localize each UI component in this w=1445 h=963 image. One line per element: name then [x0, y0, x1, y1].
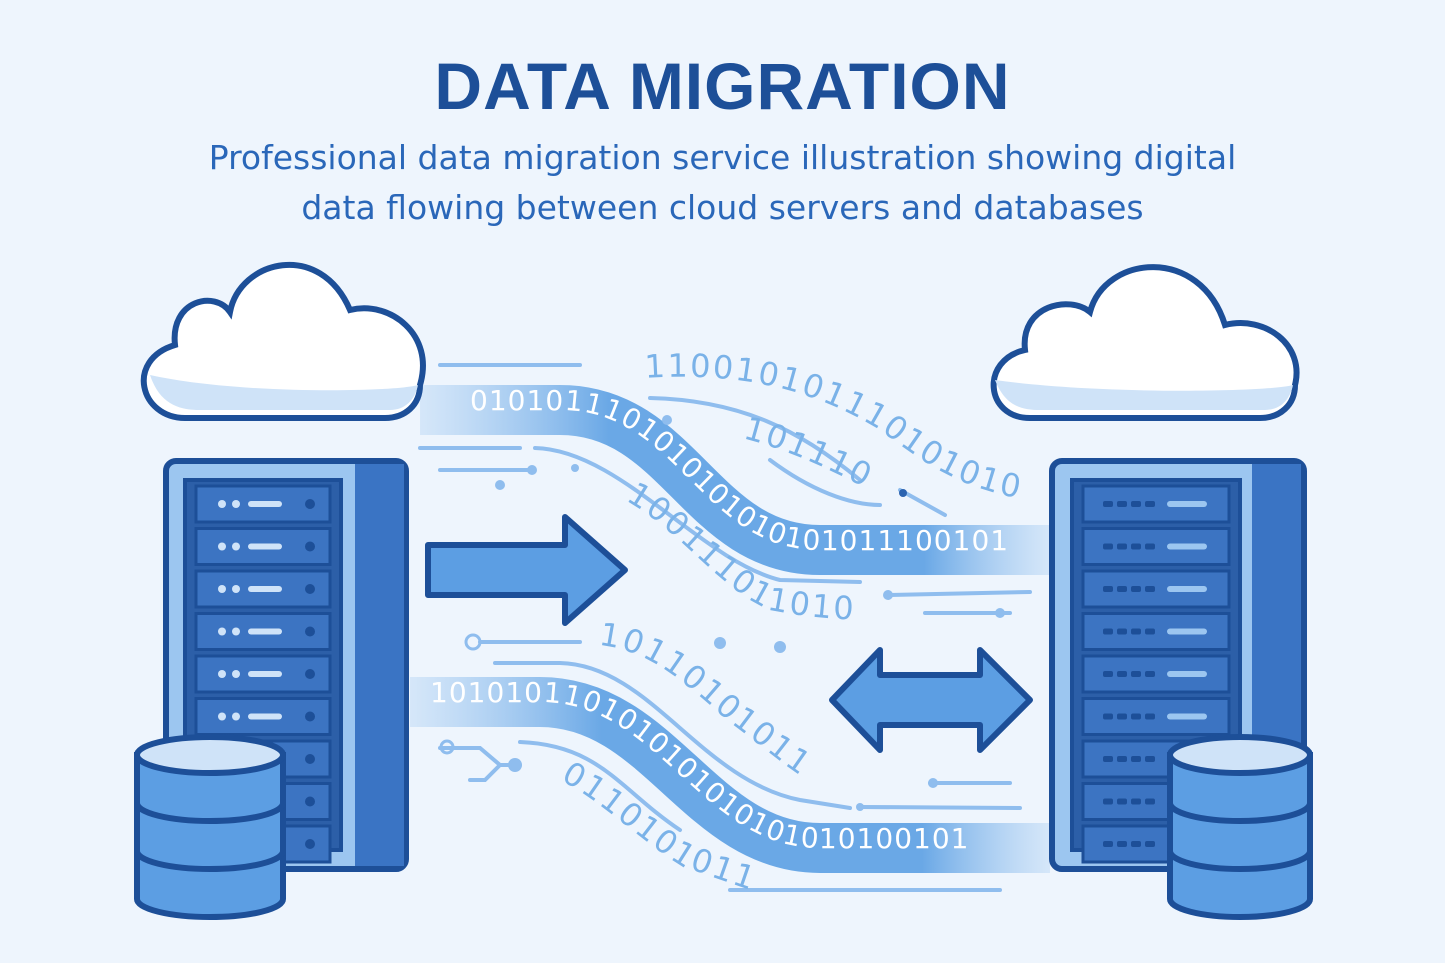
server-slot [194, 527, 332, 566]
database-icon-right [1167, 734, 1313, 920]
bidirectional-arrow-icon [829, 647, 1033, 753]
arrow-right-icon [425, 514, 628, 626]
database-icon-left [134, 734, 286, 920]
server-slot [1081, 612, 1231, 651]
cloud-icon-left [140, 261, 426, 421]
server-slot [194, 654, 332, 694]
server-slot [194, 484, 332, 524]
database-top [1167, 734, 1313, 776]
circuit-dots [495, 415, 1005, 811]
server-slot [1081, 654, 1231, 694]
server-slot [1081, 569, 1231, 609]
subtitle-line-2: data flowing between cloud servers and d… [301, 188, 1144, 227]
page-title: DATA MIGRATION [434, 49, 1011, 123]
database-top [134, 734, 286, 776]
server-slot [1081, 697, 1231, 736]
server-slot [1081, 527, 1231, 566]
subtitle-line-1: Professional data migration service illu… [208, 138, 1237, 177]
cloud-icon-right [990, 264, 1300, 421]
circuit-lines [418, 363, 1032, 892]
server-slot [194, 612, 332, 651]
server-slot [194, 697, 332, 736]
server-slot [1081, 484, 1231, 524]
server-slot [194, 569, 332, 609]
